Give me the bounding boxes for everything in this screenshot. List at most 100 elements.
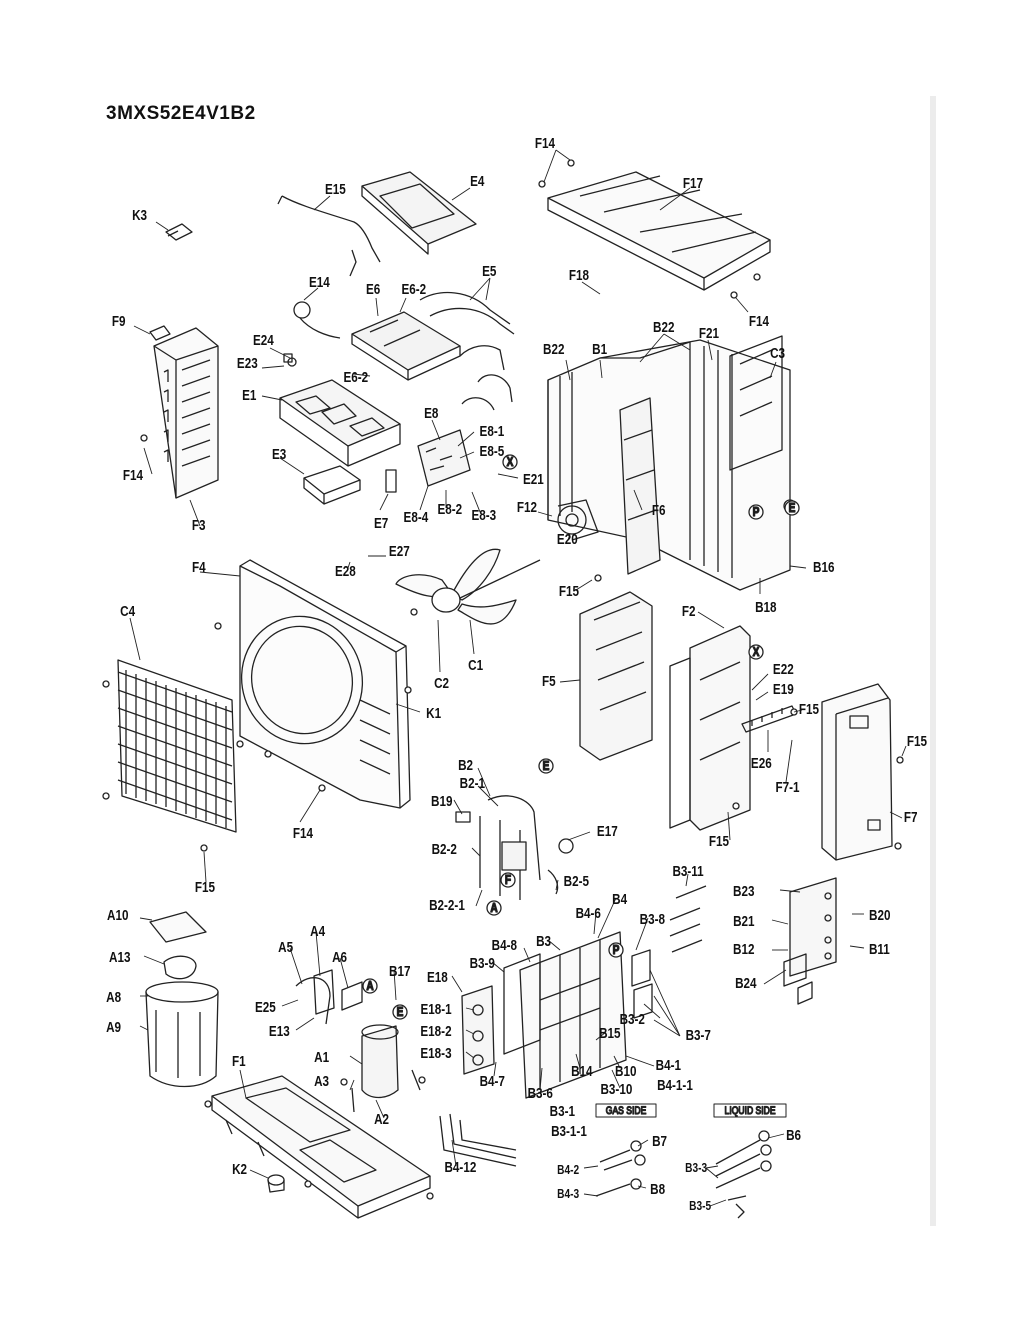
part-label: B2-1 — [460, 775, 486, 792]
reactor-wires-part — [419, 291, 515, 411]
terminal-cover-part — [295, 969, 363, 1025]
part-label: F15 — [799, 701, 820, 718]
part-label: A5 — [278, 939, 293, 956]
service-cover-part — [821, 683, 893, 861]
part-label: E18-3 — [420, 1045, 451, 1062]
screws — [102, 434, 904, 1200]
part-label: A13 — [109, 949, 130, 966]
part-label: B12 — [733, 941, 754, 958]
connector-mark-x: X — [507, 455, 514, 469]
part-label: B21 — [733, 913, 755, 930]
part-label: E14 — [309, 274, 330, 291]
part-label: B3-8 — [640, 911, 666, 928]
pipe-set-part — [669, 885, 707, 953]
part-label: B4-12 — [444, 1159, 476, 1176]
part-label: A2 — [374, 1111, 389, 1128]
part-label: E8-5 — [480, 443, 505, 460]
connector-mark-a: A — [490, 901, 498, 915]
part-label: E27 — [389, 543, 410, 560]
part-label: F14 — [123, 467, 144, 484]
part-label: B3-10 — [600, 1081, 632, 1098]
part-label: B17 — [389, 963, 410, 980]
part-label: F18 — [569, 267, 590, 284]
part-label: E22 — [773, 661, 794, 678]
liquid-side-box: LIQUID SIDE — [713, 1103, 787, 1118]
valve-bracket-part — [783, 877, 837, 1005]
connection-markers: X X P P E E F A A E — [362, 454, 800, 1020]
part-label: C2 — [434, 675, 449, 692]
part-label: B4-7 — [480, 1073, 505, 1090]
part-label: E25 — [255, 999, 276, 1016]
connector-mark-e: E — [543, 759, 550, 773]
part-label: A3 — [314, 1073, 329, 1090]
part-label: E6-2 — [401, 281, 426, 298]
model-title: 3MXS52E4V1B2 — [106, 103, 256, 124]
part-label: E26 — [751, 755, 772, 772]
part-label: E7 — [374, 515, 388, 532]
propeller-fan-part — [395, 548, 541, 625]
part-label: F6 — [652, 502, 666, 519]
part-label: E19 — [773, 681, 794, 698]
part-label: E17 — [597, 823, 618, 840]
part-label: A9 — [106, 1019, 121, 1036]
part-label: B3-6 — [528, 1085, 553, 1102]
sensor-harness-part — [293, 301, 341, 339]
part-label: B11 — [869, 941, 890, 958]
part-label: B14 — [571, 1063, 593, 1080]
connector-mark-e: E — [789, 501, 796, 515]
part-label: E1 — [242, 387, 257, 404]
connector-mark-x: X — [753, 645, 760, 659]
part-label: B8 — [650, 1181, 665, 1198]
part-label: E28 — [335, 563, 356, 580]
part-label: B22 — [543, 341, 564, 358]
switch-box-part — [669, 625, 751, 831]
part-label: A6 — [332, 949, 347, 966]
part-label: A10 — [107, 907, 128, 924]
part-label: F7 — [904, 809, 918, 826]
connector-mark-f: F — [505, 873, 511, 887]
part-label: B4-2 — [557, 1163, 579, 1177]
part-label: B4-1 — [656, 1057, 682, 1074]
part-label: E13 — [269, 1023, 290, 1040]
part-label: F7-1 — [775, 779, 799, 796]
part-label: F1 — [232, 1053, 246, 1070]
part-label: F4 — [192, 559, 206, 576]
part-label: E23 — [237, 355, 258, 372]
part-label: A4 — [310, 923, 325, 940]
part-label: B3-1-1 — [551, 1123, 587, 1140]
part-label: B3-9 — [470, 955, 495, 972]
part-label: F14 — [293, 825, 314, 842]
part-label: A1 — [314, 1049, 329, 1066]
part-label: F5 — [542, 673, 556, 690]
part-label: E18-1 — [420, 1001, 452, 1018]
part-label: F14 — [749, 313, 770, 330]
page-side-rule — [930, 96, 936, 1226]
filter-board-part — [385, 429, 471, 493]
front-panel-part — [239, 559, 411, 809]
part-label: B4-6 — [576, 905, 601, 922]
gas-side-label: GAS SIDE — [606, 1105, 647, 1117]
part-label: F15 — [559, 583, 580, 600]
part-label: B20 — [869, 907, 890, 924]
motor-mount-part — [579, 591, 653, 761]
part-label: E8-2 — [437, 501, 462, 518]
part-label: E20 — [557, 531, 578, 548]
bottom-frame-part — [211, 1075, 431, 1219]
part-label: B4-8 — [492, 937, 518, 954]
part-label: E8-3 — [471, 507, 496, 524]
part-labels: F14 F17 E15 E4 K3 E14 E6 E6-2 E5 F18 F9 … — [106, 135, 927, 1214]
part-label: F15 — [195, 879, 216, 896]
part-label: B4 — [612, 891, 627, 908]
part-label: E3 — [272, 446, 286, 463]
part-label: F2 — [682, 603, 696, 620]
part-label: K1 — [426, 705, 441, 722]
part-label: F15 — [709, 833, 730, 850]
connector-mark-p: P — [753, 505, 760, 519]
part-label: B2-2-1 — [429, 897, 465, 914]
expansion-valve-part — [461, 985, 495, 1075]
drain-plug-part — [267, 1174, 285, 1193]
part-label: E21 — [523, 471, 544, 488]
part-label: F14 — [535, 135, 556, 152]
part-label: B22 — [653, 319, 674, 336]
